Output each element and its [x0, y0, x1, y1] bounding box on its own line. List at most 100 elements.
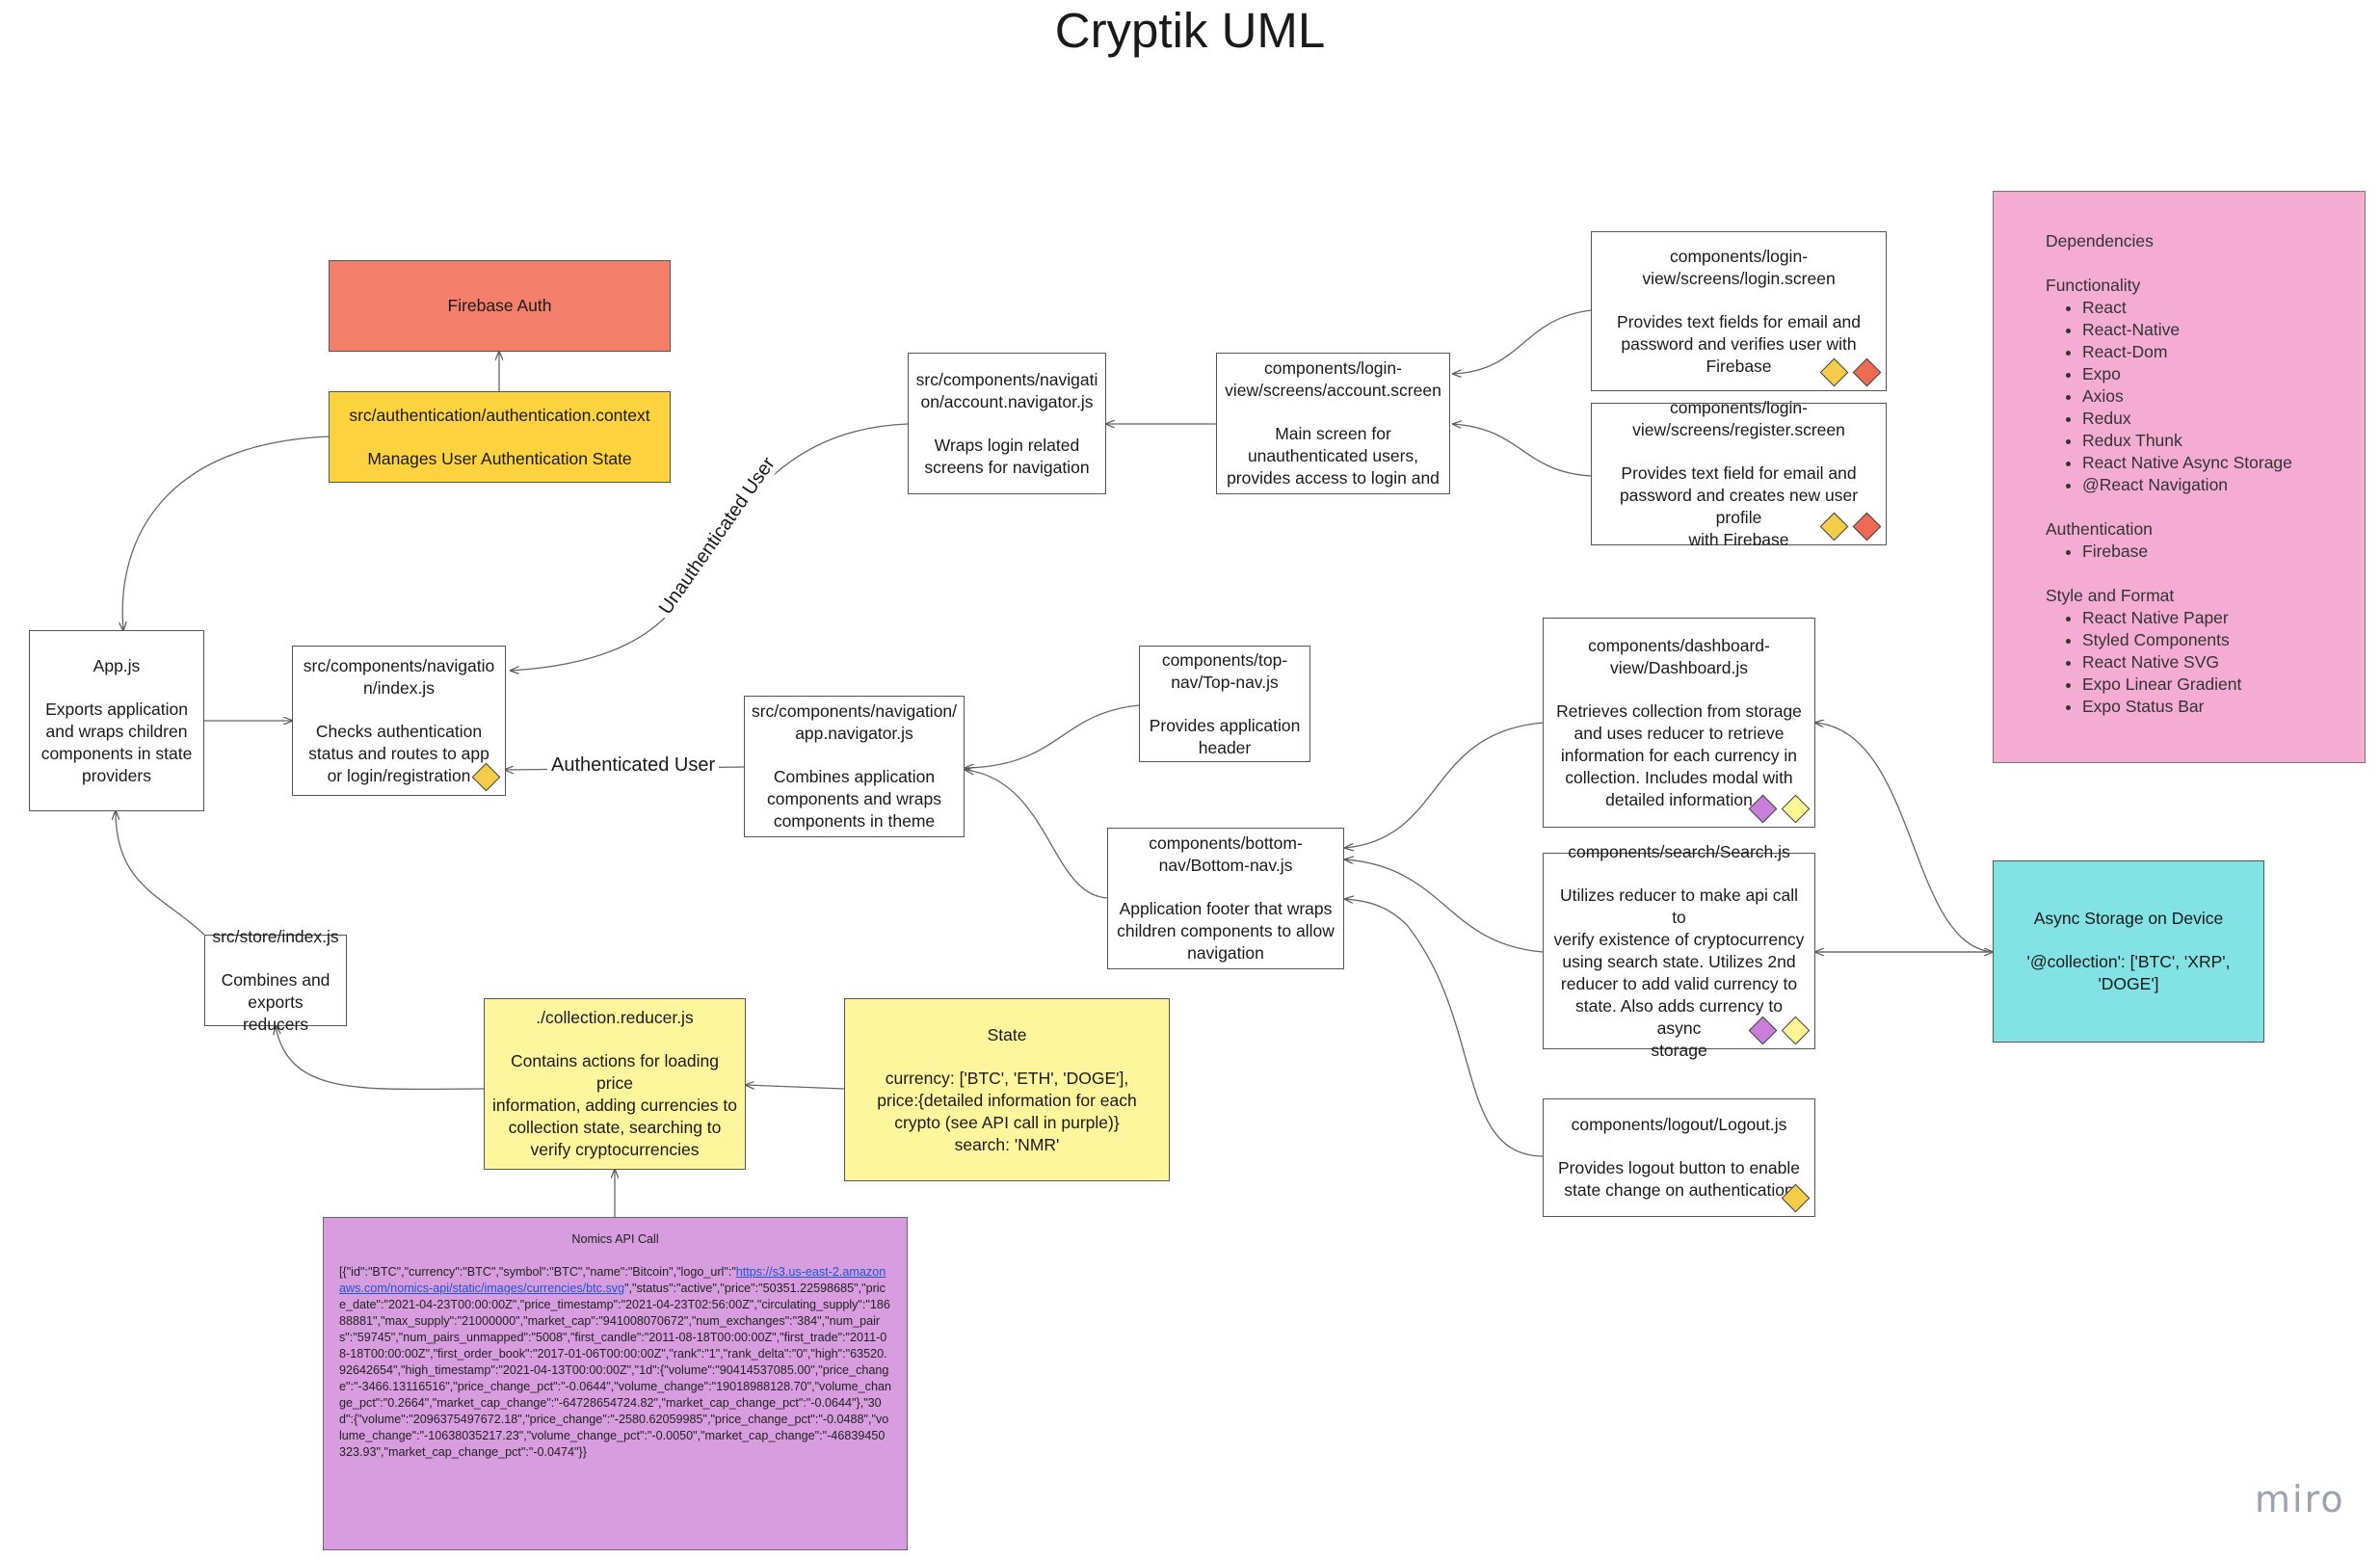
section-heading: Functionality: [2046, 276, 2141, 295]
dependencies-panel[interactable]: Dependencies Functionality React React-N…: [1993, 191, 2366, 763]
node-title: src/authentication/authentication.contex…: [349, 405, 650, 425]
dependency-item: @React Navigation: [2082, 474, 2345, 496]
edge-bottomnav-to-appnav: [965, 770, 1109, 899]
dependency-item: Expo: [2082, 363, 2345, 385]
edge-login-to-accountscreen: [1453, 309, 1593, 374]
node-title: components/login- view/screens/login.scr…: [1642, 246, 1836, 288]
node-title: State: [987, 1024, 1027, 1044]
light-yellow-diamond-icon: [1781, 794, 1811, 824]
node-desc: Provides text fields for email and passw…: [1617, 311, 1861, 376]
node-desc: Combines and exports reducers: [221, 969, 331, 1034]
node-title: src/components/navigatio n/index.js: [303, 655, 495, 698]
edge-store-to-app: [116, 811, 205, 936]
node-title: components/search/Search.js: [1568, 841, 1790, 861]
purple-diamond-icon: [1748, 1016, 1778, 1045]
dependency-item: Firebase: [2082, 541, 2345, 563]
edge-label-authenticated: Authenticated User: [547, 754, 720, 777]
section-heading: Authentication: [2046, 519, 2153, 539]
api-json-prefix: [{"id":"BTC","currency":"BTC","symbol":"…: [339, 1265, 736, 1279]
purple-diamond-icon: [1748, 794, 1778, 824]
status-markers: [1819, 357, 1882, 388]
node-desc: Provides text field for email and passwo…: [1619, 463, 1859, 549]
node-desc: Wraps login related screens for navigati…: [924, 435, 1090, 477]
node-title: components/login- view/screens/account.s…: [1225, 358, 1441, 400]
node-title: src/store/index.js: [212, 926, 339, 946]
dependency-item: Axios: [2082, 385, 2345, 408]
status-markers: [1781, 1182, 1811, 1214]
yellow-diamond-icon: [1819, 512, 1849, 542]
node-title: src/components/navigati on/account.navig…: [915, 369, 1098, 411]
node-nav-index[interactable]: src/components/navigatio n/index.js Chec…: [292, 646, 506, 796]
node-desc: '@collection': ['BTC', 'XRP', 'DOGE']: [2026, 952, 2231, 993]
status-markers: [1748, 1015, 1811, 1046]
node-collection-reducer[interactable]: ./collection.reducer.js Contains actions…: [484, 998, 746, 1170]
node-desc: Manages User Authentication State: [367, 448, 632, 468]
edge-reducer-to-store: [276, 1026, 485, 1091]
edge-register-to-accountscreen: [1453, 424, 1593, 477]
light-yellow-diamond-icon: [1781, 1016, 1811, 1045]
api-json-suffix: ","status":"active","price":"50351.22598…: [339, 1282, 891, 1459]
node-search[interactable]: components/search/Search.js Utilizes red…: [1543, 842, 1815, 1060]
node-account-screen[interactable]: components/login- view/screens/account.s…: [1216, 353, 1450, 494]
dependency-item: React-Dom: [2082, 341, 2345, 363]
dependencies-section: Functionality React React-Native React-D…: [2046, 275, 2345, 496]
node-title: ./collection.reducer.js: [536, 1008, 694, 1027]
node-desc: Main screen for unauthenticated users, p…: [1227, 424, 1440, 488]
node-register-screen[interactable]: components/login- view/screens/register.…: [1591, 398, 1887, 549]
dependencies-section: Style and Format React Native Paper Styl…: [2046, 585, 2345, 718]
node-title: components/top- nav/Top-nav.js: [1161, 649, 1288, 692]
yellow-diamond-icon: [471, 762, 501, 792]
node-api-call[interactable]: Nomics API Call [{"id":"BTC","currency":…: [323, 1217, 908, 1550]
node-dashboard[interactable]: components/dashboard- view/Dashboard.js …: [1543, 618, 1815, 828]
edge-topnav-to-appnav: [965, 704, 1140, 768]
edge-context-to-app: [122, 436, 331, 630]
red-diamond-icon: [1852, 512, 1882, 542]
node-title: src/components/navigation/ app.navigator…: [751, 701, 958, 743]
edge-state-to-reducer: [746, 1085, 845, 1090]
node-async-storage[interactable]: Async Storage on Device '@collection': […: [1993, 860, 2264, 1043]
page-title: Cryptik UML: [1054, 3, 1326, 58]
dependency-item: React Native SVG: [2082, 651, 2345, 674]
edge-logout-to-bottomnav: [1345, 899, 1545, 1157]
status-markers: [1819, 511, 1882, 542]
dependency-item: React Native Paper: [2082, 607, 2345, 629]
dependency-item: Redux Thunk: [2082, 430, 2345, 452]
dependency-item: React Native Async Storage: [2082, 452, 2345, 474]
node-title: components/logout/Logout.js: [1571, 1115, 1787, 1134]
node-login-screen[interactable]: components/login- view/screens/login.scr…: [1591, 231, 1887, 391]
node-title: components/login- view/screens/register.…: [1632, 398, 1845, 439]
red-diamond-icon: [1852, 357, 1882, 387]
status-markers: [471, 761, 501, 793]
dependency-item: Redux: [2082, 408, 2345, 430]
node-desc: Provides application header: [1149, 715, 1301, 757]
node-top-nav[interactable]: components/top- nav/Top-nav.js Provides …: [1139, 646, 1310, 762]
edge-search-to-bottomnav: [1345, 859, 1545, 953]
node-auth-context[interactable]: src/authentication/authentication.contex…: [329, 391, 671, 483]
status-markers: [1748, 793, 1811, 825]
node-firebase-auth[interactable]: Firebase Auth: [329, 260, 671, 352]
node-title: App.js: [93, 655, 141, 675]
node-title: components/bottom- nav/Bottom-nav.js: [1149, 833, 1303, 875]
yellow-diamond-icon: [1781, 1183, 1811, 1213]
node-account-navigator[interactable]: src/components/navigati on/account.navig…: [908, 353, 1106, 494]
api-body: [{"id":"BTC","currency":"BTC","symbol":"…: [339, 1264, 891, 1461]
api-logo-link[interactable]: https://s3.us-east-2.amazonaws.com/nomic…: [339, 1265, 886, 1295]
node-bottom-nav[interactable]: components/bottom- nav/Bottom-nav.js App…: [1107, 828, 1344, 969]
node-logout[interactable]: components/logout/Logout.js Provides log…: [1543, 1098, 1815, 1217]
node-desc: Application footer that wraps children c…: [1117, 899, 1335, 963]
api-heading: Nomics API Call: [571, 1232, 659, 1246]
section-heading: Style and Format: [2046, 586, 2175, 605]
node-state[interactable]: State currency: ['BTC', 'ETH', 'DOGE'], …: [844, 998, 1170, 1181]
node-desc: Provides logout button to enable state c…: [1557, 1158, 1800, 1200]
node-app-navigator[interactable]: src/components/navigation/ app.navigator…: [744, 696, 965, 837]
node-desc: currency: ['BTC', 'ETH', 'DOGE'], price:…: [877, 1068, 1137, 1154]
dependencies-section: Authentication Firebase: [2046, 518, 2345, 563]
node-desc: Contains actions for loading price infor…: [492, 1051, 737, 1159]
edge-async-to-dashboard: [1815, 723, 1994, 953]
node-store-index[interactable]: src/store/index.js Combines and exports …: [204, 927, 347, 1034]
node-app-js[interactable]: App.js Exports application and wraps chi…: [29, 630, 204, 811]
node-desc: Retrieves collection from storage and us…: [1556, 700, 1802, 809]
dependency-item: React: [2082, 297, 2345, 319]
edge-dashboard-to-bottomnav: [1345, 722, 1545, 848]
